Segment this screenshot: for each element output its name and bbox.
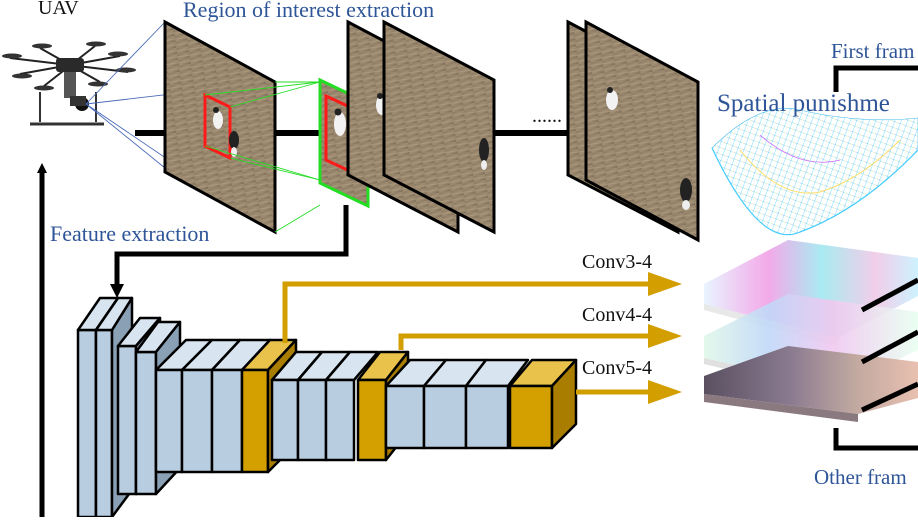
conv4-label: Conv4-4 [582, 304, 652, 326]
feature-extraction-arrow [114, 205, 349, 286]
roi-extraction-label: Region of interest extraction [183, 0, 435, 22]
conv-arrowheads [648, 272, 682, 404]
cnn-feature-extractor [76, 296, 578, 519]
conv4-arrow [398, 333, 650, 350]
video-frame-4 [382, 19, 496, 235]
uav-drone-icon [2, 41, 136, 126]
video-frame-1 [163, 19, 277, 235]
spatial-punishment-surface [711, 107, 918, 236]
first-frame-label: First fram [831, 39, 915, 63]
uav-label: UAV [38, 0, 79, 19]
conv3-arrow [282, 281, 650, 343]
conv5-label: Conv5-4 [582, 357, 652, 379]
feature-extraction-arrowhead [110, 284, 124, 298]
video-frame-6 [584, 19, 700, 243]
right-bracket-lines [833, 65, 918, 451]
roi-connector-lines [204, 81, 321, 233]
conv3-label: Conv3-4 [582, 251, 652, 273]
other-frames-label: Other fram [814, 465, 907, 489]
feature-map-planes [704, 240, 918, 422]
spatial-punishment-label: Spatial punishme [717, 90, 890, 117]
conv-output-arrows [282, 281, 650, 395]
feature-extraction-label: Feature extraction [50, 221, 210, 246]
frames-ellipsis: ...... [532, 105, 562, 127]
